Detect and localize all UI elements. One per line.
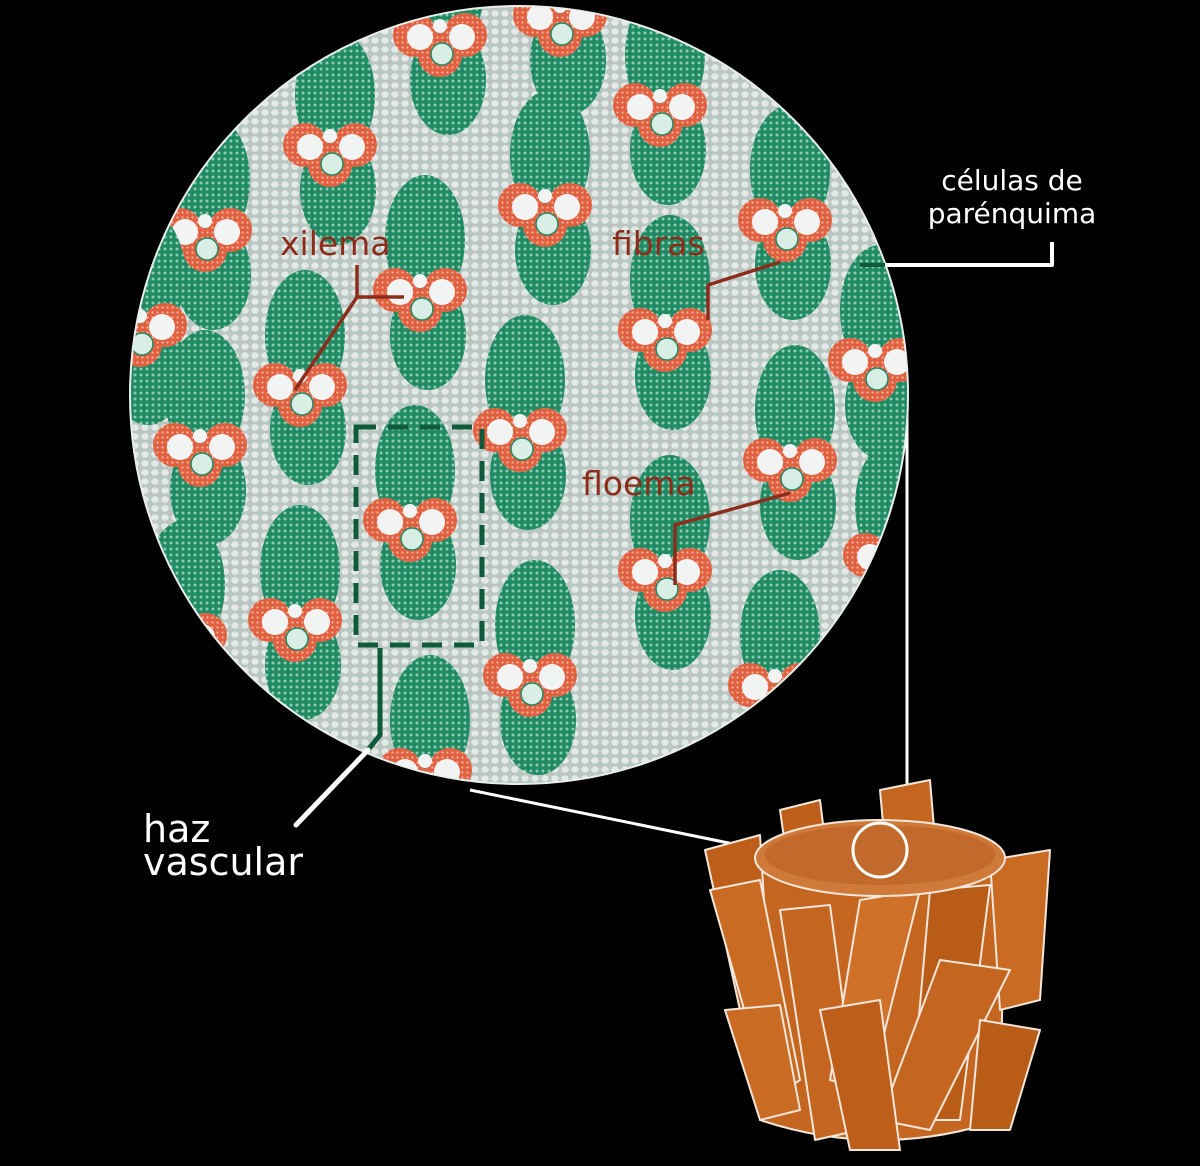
vascular-bundle	[373, 175, 467, 390]
vascular-bundle	[253, 270, 347, 485]
parenchyma-label-line2: parénquima	[928, 197, 1097, 230]
stem-stump-illustration	[704, 779, 1051, 1151]
parenchyma-leader	[885, 242, 1054, 267]
bundle-leader	[293, 747, 371, 828]
bundle-leader-green	[366, 648, 383, 752]
vascular-bundle	[363, 405, 457, 620]
xylem-label: xilema	[280, 224, 391, 263]
highlighted-bundle-box	[353, 424, 485, 648]
zoom-origin-circle	[851, 821, 909, 879]
magnified-cross-section	[129, 5, 909, 785]
vascular-bundle	[473, 315, 567, 530]
vascular-bundle	[513, 6, 607, 115]
vascular-bundle	[618, 455, 712, 670]
fibers-label: fibras	[612, 224, 705, 263]
xylem-leader	[293, 265, 404, 391]
vascular-bundle	[613, 6, 707, 205]
vascular-bundle	[498, 90, 592, 305]
vascular-bundle	[618, 215, 712, 430]
vascular-bundle	[743, 345, 837, 560]
vascular-bundle	[248, 505, 342, 720]
bundle-label-line1: haz	[143, 807, 210, 851]
vascular-bundle	[130, 210, 187, 425]
vascular-bundle	[483, 560, 577, 775]
phloem-label: floema	[582, 464, 696, 503]
phloem-leader	[673, 491, 791, 585]
parenchyma-label-line1: células de	[941, 164, 1083, 197]
vascular-bundle	[133, 520, 227, 735]
bundle-label-line2: vascular	[143, 840, 303, 884]
fibers-leader	[706, 260, 781, 320]
